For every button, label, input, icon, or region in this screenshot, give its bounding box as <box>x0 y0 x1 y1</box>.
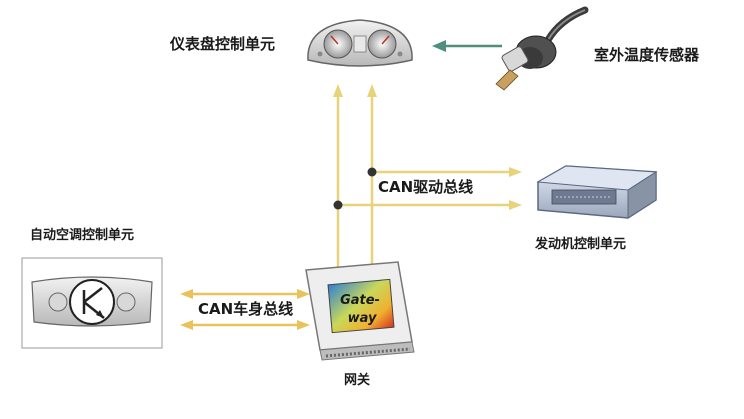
body-bus-line-lower <box>180 320 310 330</box>
ac-label: 自动空调控制单元 <box>30 228 135 243</box>
gateway-chip-text-2: way <box>348 311 377 326</box>
drive-bus-line-right <box>367 84 377 290</box>
body-bus-line-upper <box>180 289 310 299</box>
sensor-label: 室外温度传感器 <box>594 46 700 64</box>
engine-label: 发动机控制单元 <box>535 237 627 252</box>
bus-junction-lower <box>333 200 343 210</box>
gateway-chip-text-1: Gate- <box>340 293 380 308</box>
bus-junction-upper <box>367 167 377 177</box>
drive-bus-label: CAN驱动总线 <box>378 178 474 196</box>
temperature-sensor-icon <box>495 6 589 91</box>
instrument-cluster-icon <box>307 19 413 67</box>
cluster-label: 仪表盘控制单元 <box>170 35 276 53</box>
sensor-signal-arrow <box>432 40 502 52</box>
drive-bus-branch-lower <box>338 200 522 210</box>
drive-bus-line-left <box>333 84 343 290</box>
gateway-module-icon: Gate- way <box>305 261 415 361</box>
ac-control-panel-icon <box>21 257 163 349</box>
body-bus-label: CAN车身总线 <box>198 300 294 318</box>
gateway-label: 网关 <box>344 373 371 388</box>
drive-bus-branch-upper <box>372 167 522 177</box>
engine-control-unit-icon <box>536 165 658 219</box>
